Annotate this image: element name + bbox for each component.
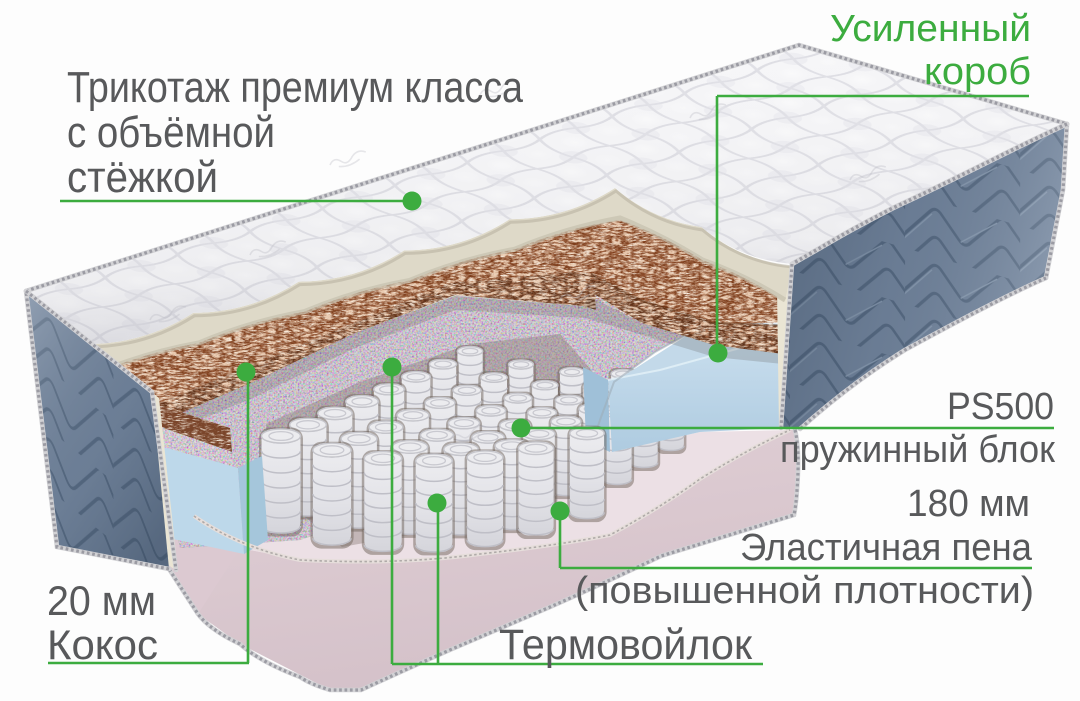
svg-text:Кокос: Кокос (47, 621, 158, 668)
svg-text:Усиленный: Усиленный (830, 8, 1031, 50)
svg-text:Термовойлок: Термовойлок (499, 621, 753, 669)
svg-text:PS500: PS500 (947, 386, 1054, 428)
svg-text:180 мм: 180 мм (907, 483, 1030, 525)
svg-text:Эластичная пена: Эластичная пена (740, 527, 1033, 569)
svg-text:стёжкой: стёжкой (67, 153, 218, 202)
svg-text:(повышенной плотности): (повышенной плотности) (575, 570, 1034, 612)
svg-text:20 мм: 20 мм (47, 577, 156, 624)
svg-text:с объёмной: с объёмной (67, 108, 275, 157)
svg-text:Трикотаж премиум класса: Трикотаж премиум класса (67, 63, 523, 112)
svg-text:короб: короб (924, 51, 1031, 93)
svg-text:пружинный блок: пружинный блок (780, 429, 1055, 471)
